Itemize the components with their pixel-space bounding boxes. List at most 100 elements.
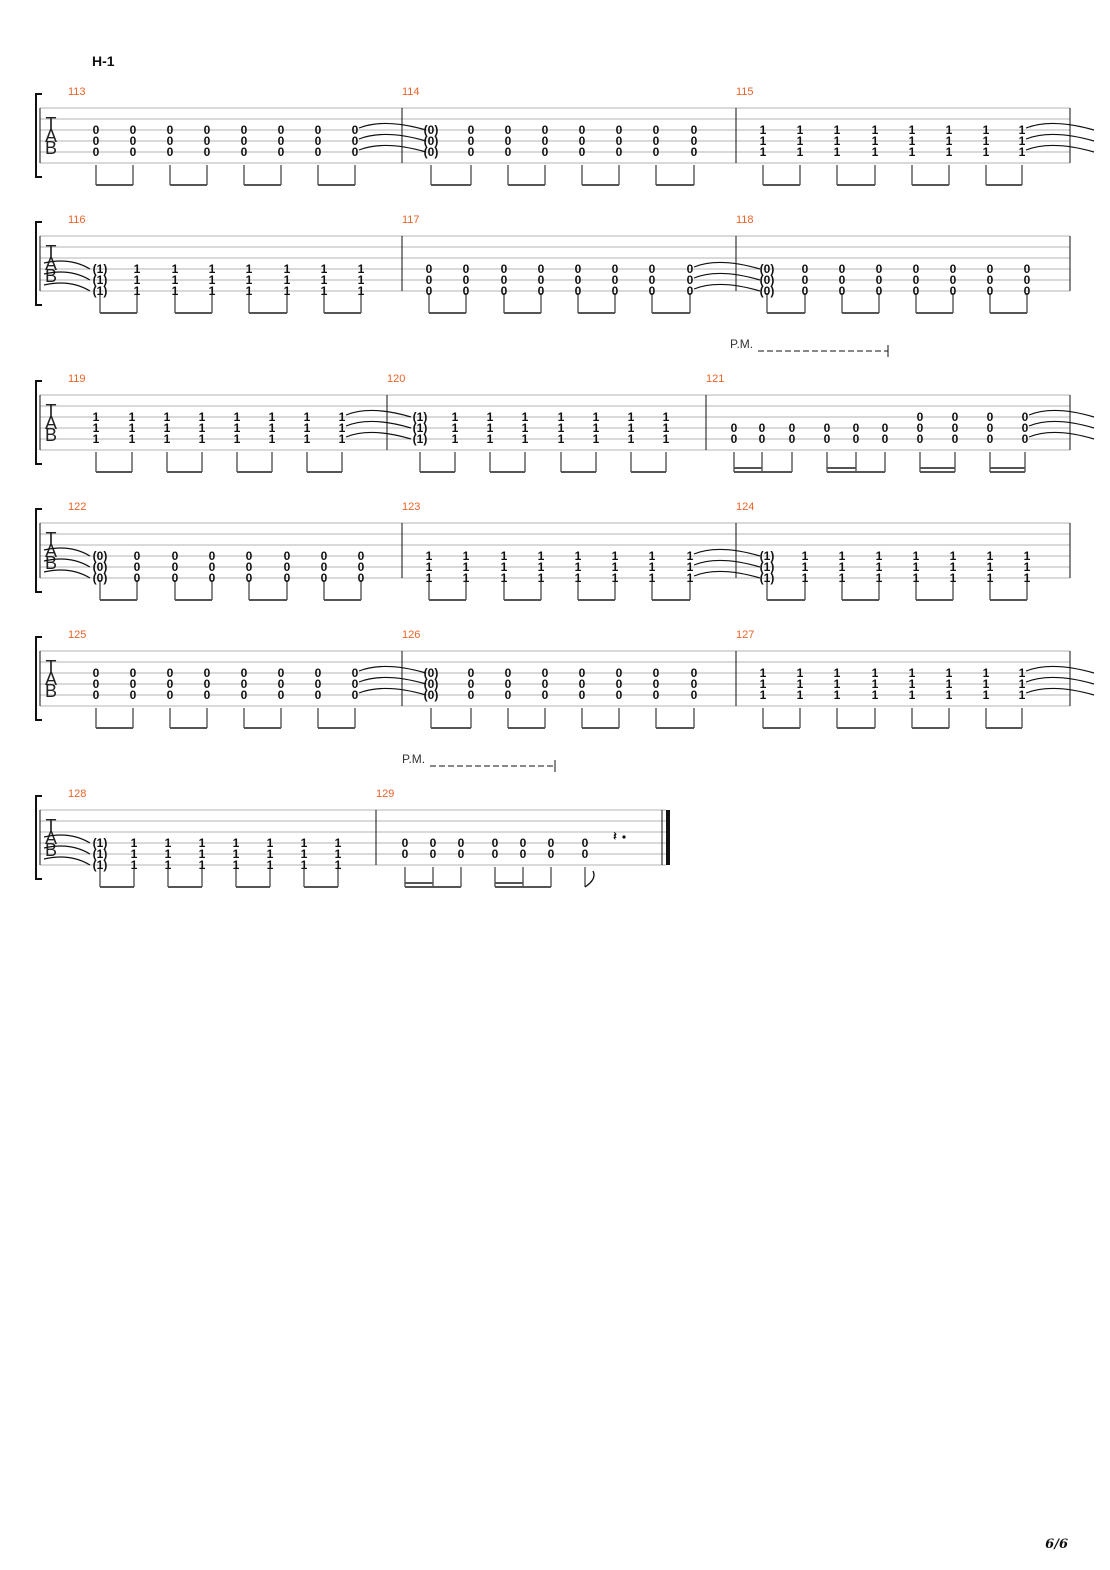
tie-arc <box>693 261 761 270</box>
fret-number: 0 <box>542 134 549 148</box>
fret-number: 1 <box>267 847 274 861</box>
fret-number: 1 <box>301 847 308 861</box>
measure-number: 127 <box>736 629 754 641</box>
fret-number: 1 <box>909 688 916 702</box>
fret-number: 0 <box>853 432 860 446</box>
measure-number: 113 <box>68 86 86 98</box>
fret-number: 1 <box>628 410 635 424</box>
fret-number: 1 <box>687 560 694 574</box>
fret-number: 0 <box>130 134 137 148</box>
fret-number: 0 <box>913 273 920 287</box>
tie-arc <box>43 569 91 579</box>
fret-number: (0) <box>424 688 439 702</box>
fret-number: 1 <box>301 836 308 850</box>
fret-number: 1 <box>426 560 433 574</box>
fret-number: 0 <box>882 421 889 435</box>
fret-number: 1 <box>913 560 920 574</box>
fret-number: 1 <box>946 677 953 691</box>
system-bracket <box>35 380 42 465</box>
measure-number: 115 <box>736 86 754 98</box>
fret-number: 0 <box>284 571 291 585</box>
measure-number: 116 <box>68 214 86 226</box>
fret-number: 0 <box>172 560 179 574</box>
fret-number: 0 <box>278 134 285 148</box>
fret-number: 0 <box>1022 421 1029 435</box>
fret-number: 0 <box>952 421 959 435</box>
fret-number: 0 <box>130 677 137 691</box>
fret-number: 1 <box>909 677 916 691</box>
fret-number: 1 <box>872 134 879 148</box>
fret-number: (1) <box>93 284 108 298</box>
fret-number: 0 <box>759 432 766 446</box>
fret-number: 0 <box>876 262 883 276</box>
fret-number: 1 <box>234 410 241 424</box>
tie-arc <box>1025 665 1095 674</box>
measure-number: 124 <box>736 501 754 513</box>
fret-number: 1 <box>1019 677 1026 691</box>
fret-number: 1 <box>950 560 957 574</box>
fret-number: 0 <box>321 571 328 585</box>
fret-number: (1) <box>93 836 108 850</box>
tab-clef-letter: A <box>45 413 57 433</box>
fret-number: 1 <box>797 666 804 680</box>
fret-number: 1 <box>663 421 670 435</box>
fret-number: 1 <box>649 549 656 563</box>
system-bracket <box>35 221 42 306</box>
fret-number: 0 <box>1024 273 1031 287</box>
fret-number: 0 <box>876 284 883 298</box>
fret-number: 1 <box>335 858 342 872</box>
fret-number: 1 <box>358 284 365 298</box>
fret-number: 0 <box>463 273 470 287</box>
fret-number: 0 <box>426 273 433 287</box>
fret-number: 1 <box>538 549 545 563</box>
fret-number: 1 <box>321 273 328 287</box>
tie-arc <box>693 283 761 292</box>
tie-arc <box>43 282 91 292</box>
fret-number: 0 <box>853 421 860 435</box>
fret-number: 0 <box>284 549 291 563</box>
fret-number: 0 <box>1022 432 1029 446</box>
fret-number: 0 <box>987 284 994 298</box>
fret-number: 0 <box>209 549 216 563</box>
fret-number: 1 <box>760 123 767 137</box>
tab-clef-letter: T <box>46 242 57 262</box>
fret-number: 0 <box>548 836 555 850</box>
fret-number: 1 <box>834 688 841 702</box>
fret-number: 1 <box>165 858 172 872</box>
fret-number: 1 <box>246 284 253 298</box>
fret-number: 0 <box>582 836 589 850</box>
palm-mute-label: P.M. <box>402 752 425 766</box>
fret-number: 0 <box>579 123 586 137</box>
fret-number: 0 <box>542 677 549 691</box>
fret-number: 1 <box>284 284 291 298</box>
fret-number: 0 <box>616 134 623 148</box>
fret-number: (0) <box>424 134 439 148</box>
fret-number: 0 <box>241 688 248 702</box>
tab-clef-letter: T <box>46 816 57 836</box>
fret-number: 1 <box>649 560 656 574</box>
tie-arc <box>1025 133 1095 142</box>
fret-number: 1 <box>358 273 365 287</box>
fret-number: 0 <box>167 677 174 691</box>
fret-number: 0 <box>352 666 359 680</box>
fret-number: 0 <box>579 134 586 148</box>
tab-clef-letter: A <box>45 126 57 146</box>
tie-arc <box>43 845 91 855</box>
fret-number: 0 <box>172 549 179 563</box>
fret-number: 1 <box>1019 134 1026 148</box>
rest-icon: 𝄽 <box>613 829 617 843</box>
fret-number: 0 <box>687 284 694 298</box>
fret-number: 1 <box>946 134 953 148</box>
fret-number: 0 <box>538 284 545 298</box>
fret-number: (0) <box>424 677 439 691</box>
tie-arc <box>43 834 91 844</box>
tie-arc <box>358 144 427 153</box>
fret-number: 0 <box>315 688 322 702</box>
fret-number: 0 <box>542 688 549 702</box>
fret-number: 1 <box>946 123 953 137</box>
tab-clef-letter: B <box>45 138 57 158</box>
fret-number: 1 <box>426 571 433 585</box>
fret-number: 1 <box>487 410 494 424</box>
fret-number: 1 <box>913 549 920 563</box>
tie-arc <box>358 676 427 685</box>
